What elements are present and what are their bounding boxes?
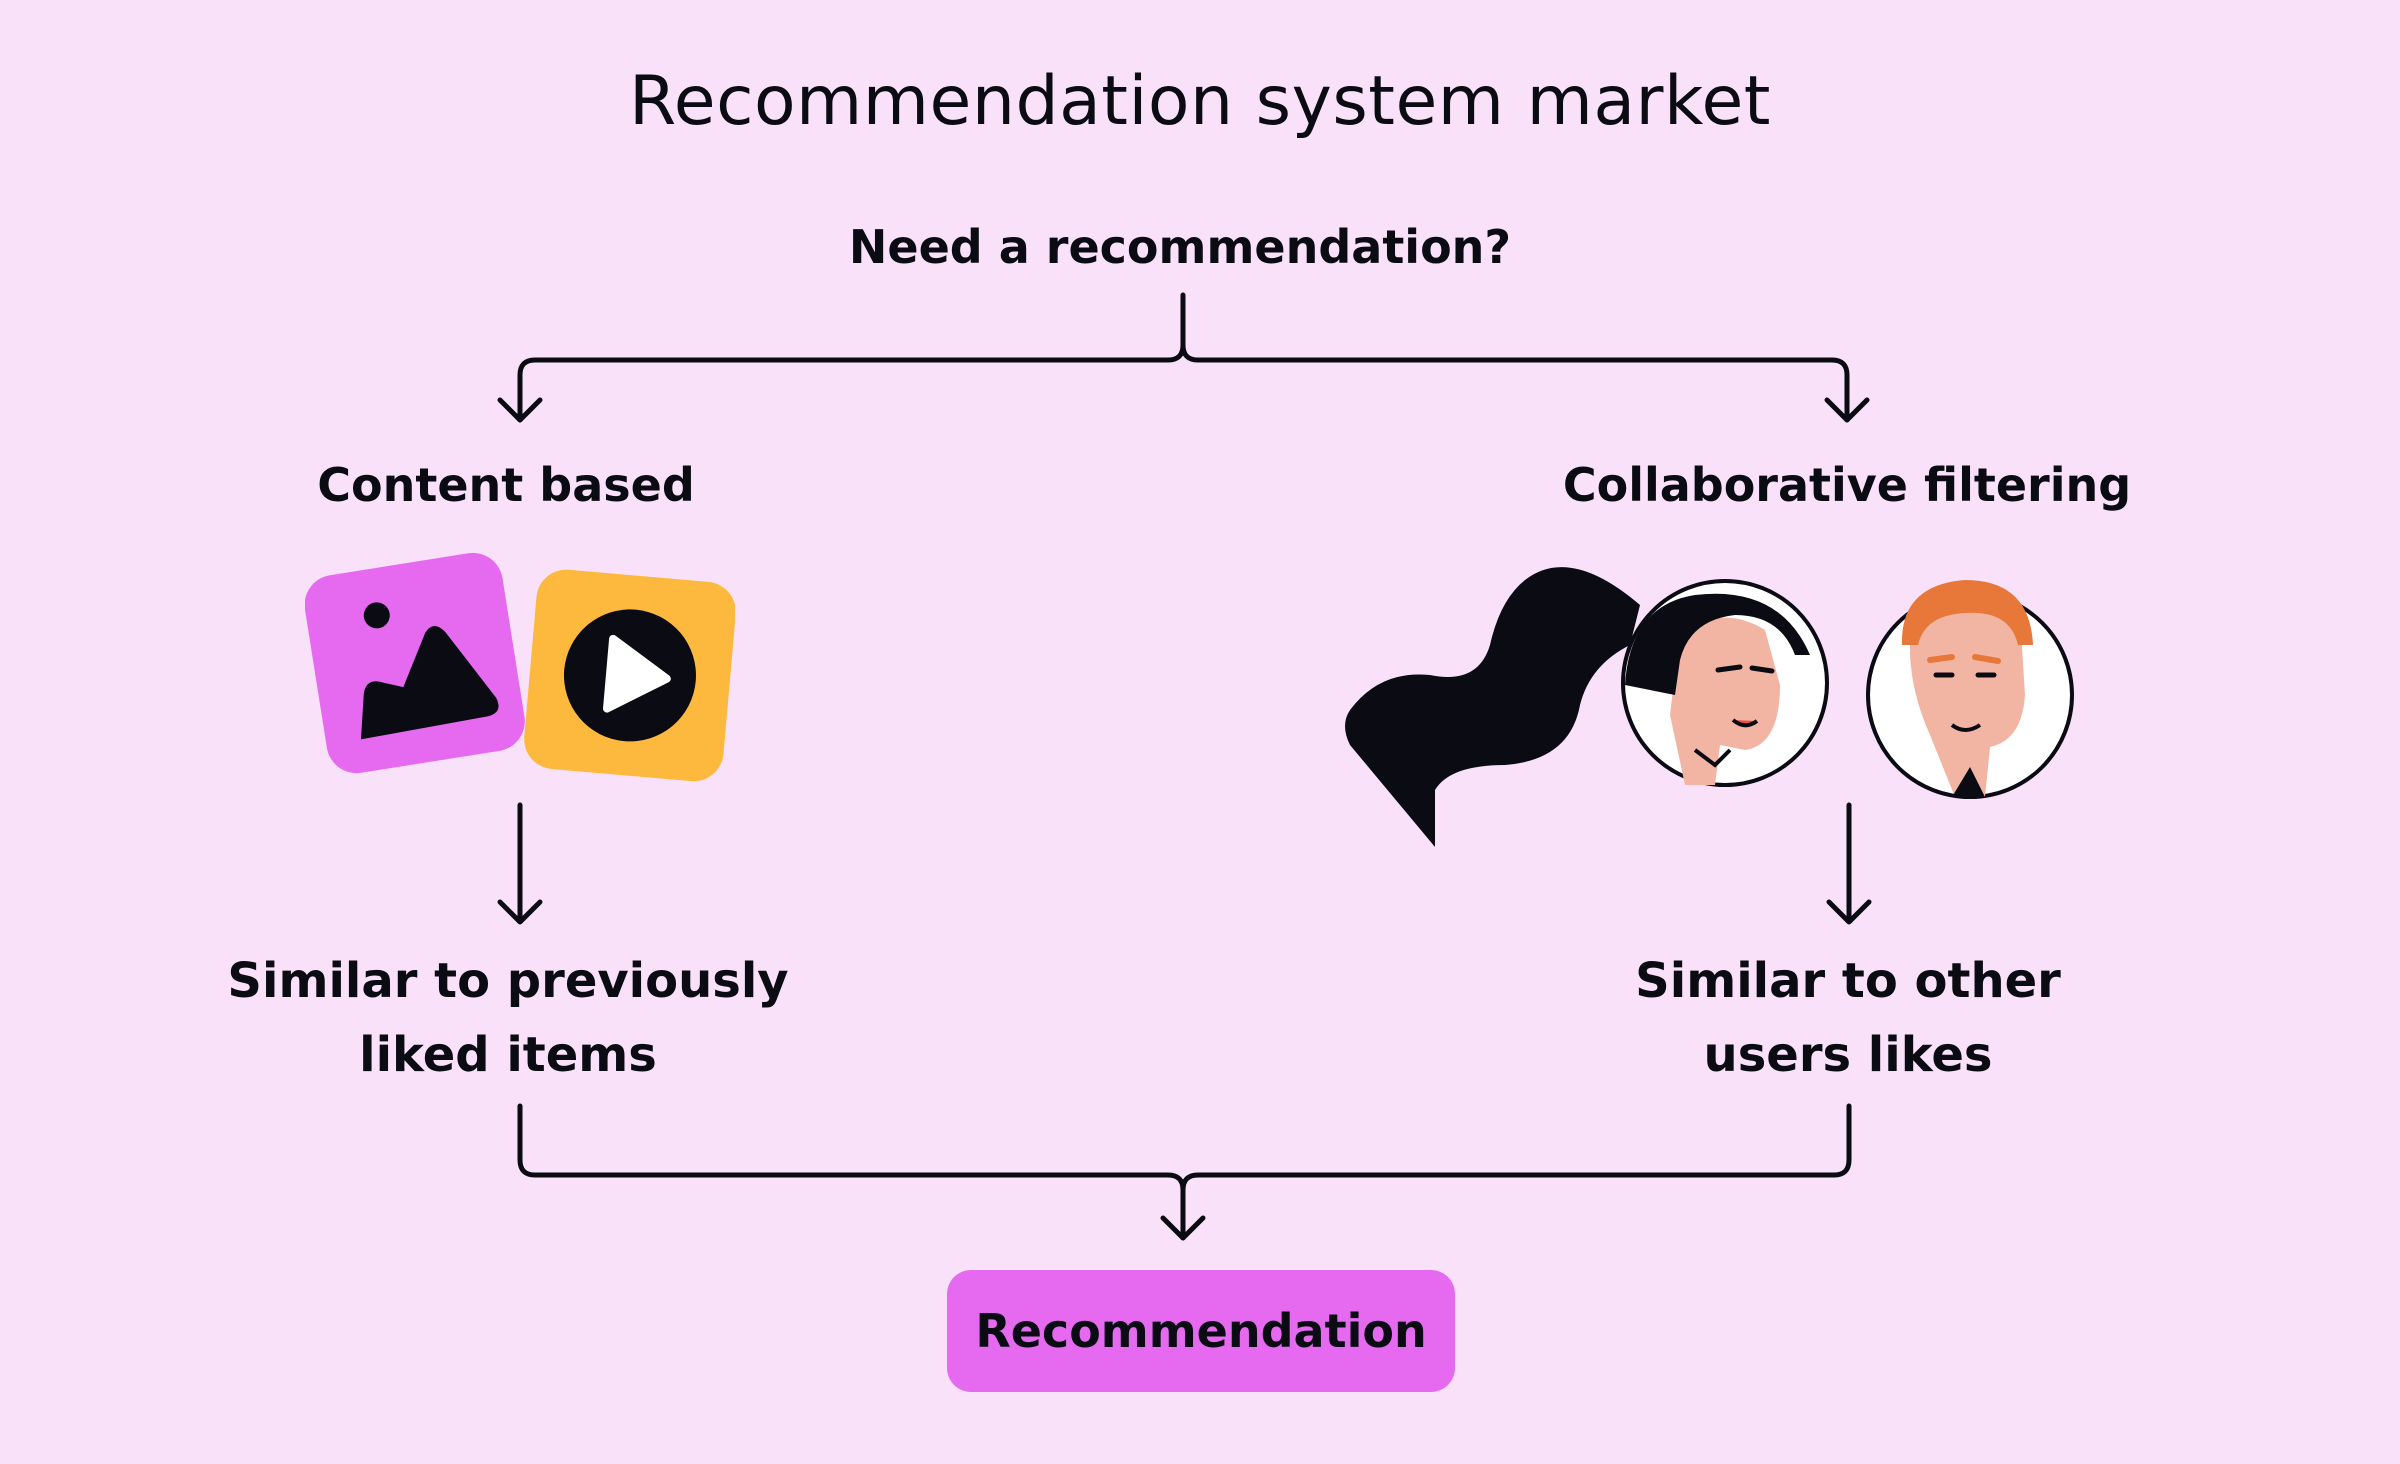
woman-avatar-icon — [1345, 567, 1829, 847]
play-icon — [524, 569, 735, 782]
content-result-line2: liked items — [359, 1027, 657, 1083]
content-based-label: Content based — [317, 458, 695, 512]
content-based-result: Similar to previously liked items — [227, 944, 788, 1092]
arrow-collab-to-result — [1826, 802, 1872, 925]
diagram-title: Recommendation system market — [629, 62, 1771, 141]
content-result-line1: Similar to previously — [227, 953, 789, 1009]
merge-connector — [517, 1103, 1852, 1241]
arrowhead-content-based — [497, 397, 543, 423]
arrow-content-to-result — [497, 802, 543, 925]
collaborative-result: Similar to other users likes — [1635, 944, 2061, 1092]
recommendation-button[interactable]: Recommendation — [947, 1270, 1455, 1392]
man-avatar-icon — [1866, 580, 2074, 799]
collaborative-filtering-label: Collaborative filtering — [1562, 458, 2132, 512]
image-icon — [305, 552, 525, 774]
arrowhead-collaborative — [1824, 397, 1870, 423]
collab-result-line2: users likes — [1703, 1027, 1993, 1083]
collab-result-line1: Similar to other — [1635, 953, 2061, 1009]
split-connector — [517, 292, 1850, 423]
question-label: Need a recommendation? — [848, 220, 1512, 274]
content-cards-illustration — [305, 552, 735, 782]
users-illustration — [1345, 567, 2074, 847]
arrowhead-outcome — [1160, 1215, 1206, 1241]
